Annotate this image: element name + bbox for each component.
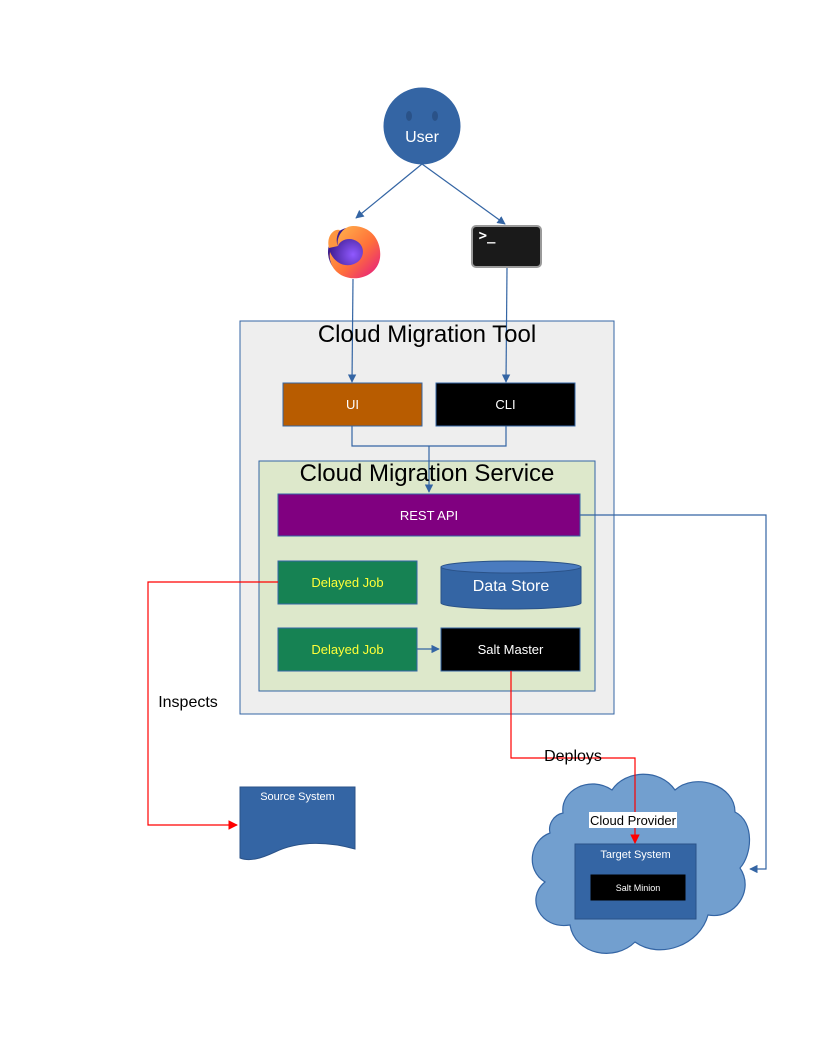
terminal-prompt: >_ — [478, 228, 496, 244]
target-system-label: Target System — [600, 849, 671, 861]
deploys-label: Deploys — [544, 748, 602, 765]
smiley-face-icon — [383, 87, 461, 165]
edge-browser-ui — [347, 278, 357, 383]
rest-api-box — [277, 493, 581, 537]
delayed-job-box-2 — [277, 627, 418, 672]
cloud-provider-label: Cloud Provider — [589, 812, 677, 828]
service-title: Cloud Migration Service — [299, 460, 555, 487]
terminal-icon — [471, 225, 542, 268]
ui-label: UI — [346, 397, 359, 412]
data-store-label: Data Store — [472, 578, 550, 595]
edge-rest-cloud — [580, 514, 767, 874]
rest-api-label: REST API — [399, 507, 459, 523]
salt-master-label: Salt Master — [477, 642, 544, 657]
cli-label: CLI — [495, 397, 516, 412]
delayed-job-box-1 — [277, 560, 418, 605]
edge-deploys — [510, 671, 640, 844]
salt-minion-label: Salt Minion — [615, 882, 661, 893]
edge-user-browser — [355, 163, 423, 219]
salt-master-box — [440, 627, 581, 672]
tool-title: Cloud Migration Tool — [317, 321, 537, 348]
delayed-job-label-2: Delayed Job — [311, 642, 384, 657]
inspects-label: Inspects — [158, 694, 218, 711]
salt-minion-box — [589, 873, 687, 902]
edge-user-terminal — [421, 163, 506, 225]
source-system-label: Source System — [260, 791, 335, 803]
source-system-shape — [239, 786, 356, 861]
delayed-job-label-1: Delayed Job — [311, 575, 384, 590]
edge-terminal-cli — [501, 267, 511, 383]
cli-box — [435, 382, 576, 427]
user-label: User — [405, 129, 439, 146]
firefox-icon — [328, 226, 381, 279]
edge-inspects — [147, 581, 278, 830]
data-store-cylinder — [440, 560, 582, 610]
